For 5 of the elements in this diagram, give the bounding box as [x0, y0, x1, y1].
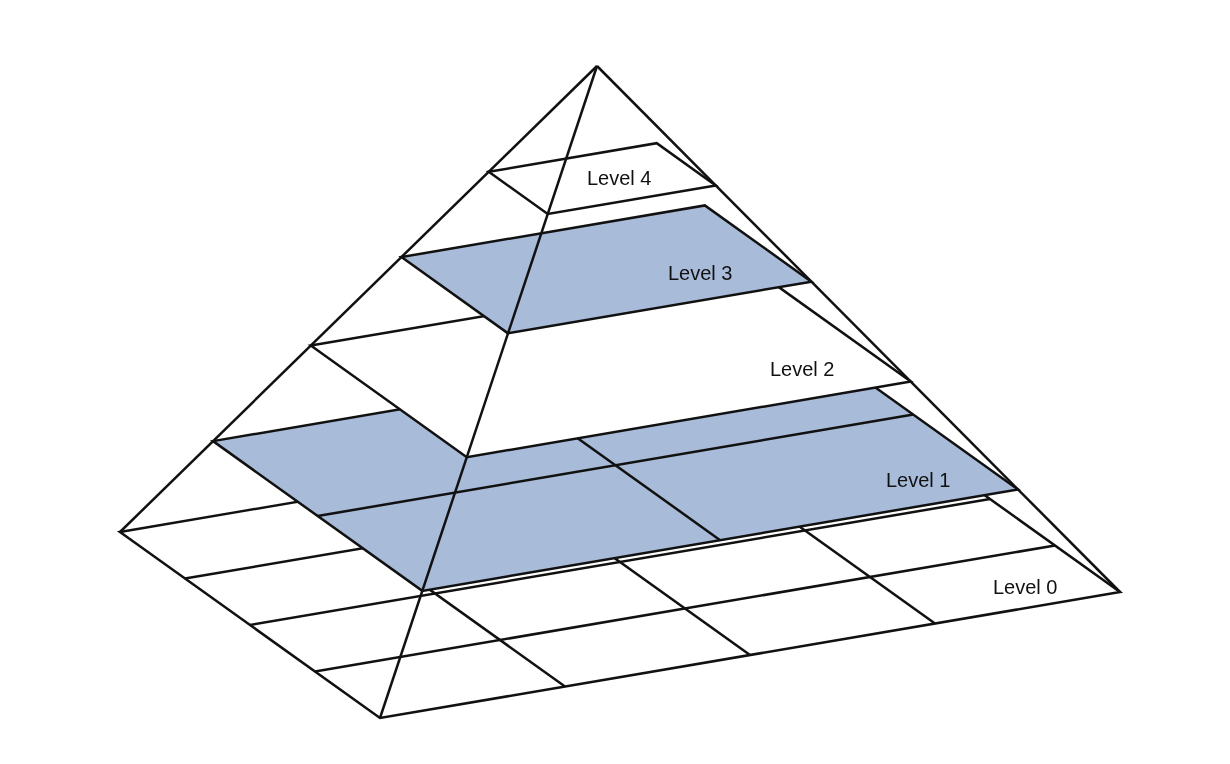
level-label: Level 2	[770, 359, 835, 379]
level-label: Level 3	[668, 263, 733, 283]
level-label: Level 1	[886, 470, 951, 490]
level-label: Level 4	[587, 168, 652, 188]
level-label: Level 0	[993, 577, 1058, 597]
